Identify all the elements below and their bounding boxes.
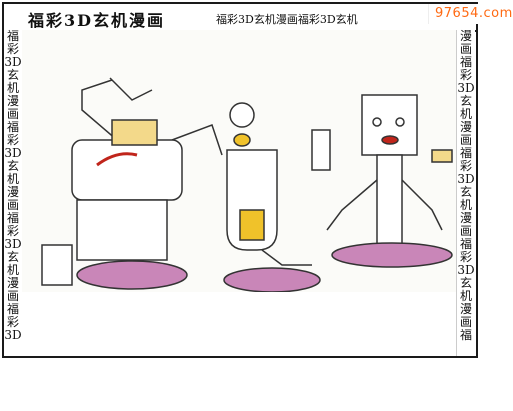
comic-illustration (22, 30, 456, 293)
machine-lower (76, 199, 168, 261)
left-side-char: 漫 (6, 185, 19, 199)
watermark: 97654.com (428, 4, 512, 24)
right-side-char: 机 (459, 198, 472, 212)
side-cup (41, 244, 73, 286)
bowl-left (76, 260, 188, 290)
left-side-char: 画 (6, 198, 19, 212)
right-side-char: 机 (459, 289, 472, 303)
claw-top (109, 77, 153, 101)
eye-right (395, 117, 405, 127)
egg-yolk (233, 133, 251, 147)
right-side-char: 玄 (459, 276, 472, 290)
title-repeat: 福彩3D玄机漫画福彩3D玄机 (216, 13, 358, 26)
left-side-char: 3D (4, 237, 22, 251)
left-side-char: 玄 (6, 250, 19, 264)
right-side-char: 3D (457, 172, 475, 186)
right-side-char: 画 (459, 42, 472, 56)
left-side-char: 福 (6, 211, 19, 225)
left-side-char: 玄 (6, 159, 19, 173)
comic-drawing (41, 77, 453, 293)
right-side-char: 漫 (459, 211, 472, 225)
character-arm-left (326, 179, 378, 231)
tap-arm (261, 249, 312, 266)
right-side-char: 福 (459, 146, 472, 160)
right-side-char: 玄 (459, 185, 472, 199)
comic-title: 福彩3D玄机漫画 (28, 11, 166, 30)
left-side-char: 画 (6, 107, 19, 121)
right-side-char: 漫 (459, 302, 472, 316)
left-side-char: 彩 (6, 42, 19, 56)
right-side-char: 彩 (459, 250, 472, 264)
title-strip: 福彩3D玄机漫画 福彩3D玄机漫画福彩3D玄机 (4, 4, 476, 32)
left-side-char: 彩 (6, 224, 19, 238)
left-side-char: 漫 (6, 276, 19, 290)
red-arrow (96, 152, 138, 167)
right-side-char: 彩 (459, 159, 472, 173)
blank-area (22, 292, 456, 356)
right-side-char: 漫 (459, 120, 472, 134)
bowl-right (331, 242, 453, 268)
left-side-char: 彩 (6, 315, 19, 329)
bread-block (111, 119, 158, 146)
left-side-char: 机 (6, 172, 19, 186)
left-side-char: 3D (4, 55, 22, 69)
right-side-char: 机 (459, 107, 472, 121)
eye-left (372, 117, 382, 127)
character-arm-right (401, 179, 443, 231)
right-side-char: 福 (459, 55, 472, 69)
left-side-char: 机 (6, 81, 19, 95)
right-side-char: 彩 (459, 68, 472, 82)
left-side-char: 画 (6, 289, 19, 303)
left-side-char: 机 (6, 263, 19, 277)
left-side-char: 3D (4, 328, 22, 342)
robot-arm-right-top (171, 124, 223, 156)
robot-arm-left (81, 79, 118, 141)
left-side-char: 福 (6, 302, 19, 316)
character-head (361, 94, 418, 156)
right-side-char: 3D (457, 81, 475, 95)
left-side-char: 3D (4, 146, 22, 160)
mouth (381, 135, 399, 145)
machine-body (71, 139, 183, 201)
egg-shell (229, 102, 255, 128)
bottle (311, 129, 331, 171)
right-side-char: 玄 (459, 94, 472, 108)
character-body (376, 154, 403, 246)
left-side-char: 玄 (6, 68, 19, 82)
right-side-char: 画 (459, 315, 472, 329)
left-side-char: 福 (6, 29, 19, 43)
right-side-char: 福 (459, 328, 472, 342)
bowl-center (223, 267, 321, 293)
right-side-char: 福 (459, 237, 472, 251)
right-side-char: 画 (459, 224, 472, 238)
left-side-char: 福 (6, 120, 19, 134)
right-side-char: 漫 (459, 29, 472, 43)
right-side-char: 3D (457, 263, 475, 277)
left-side-char: 漫 (6, 94, 19, 108)
center-liquid (239, 209, 265, 241)
left-side-char: 彩 (6, 133, 19, 147)
right-side-char: 画 (459, 133, 472, 147)
bread-slice-right (431, 149, 453, 163)
